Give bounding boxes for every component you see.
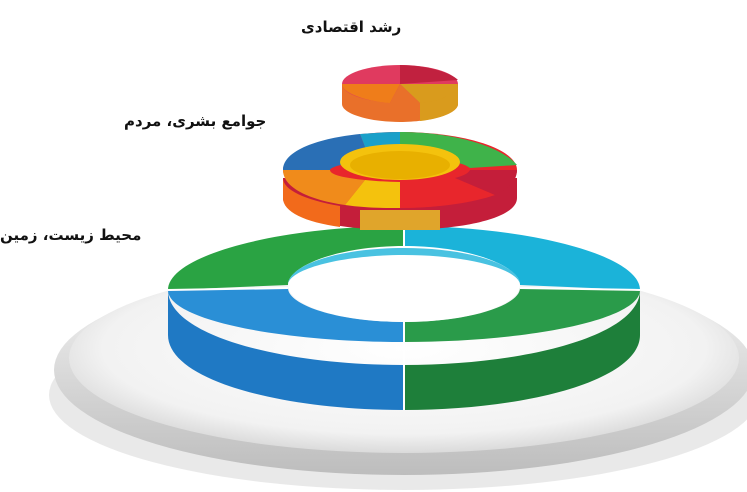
bottom-top-left-back	[168, 226, 404, 290]
middle-seg-red-front	[400, 178, 495, 208]
top-seg-crimson	[400, 65, 458, 84]
bottom-top-left-front	[168, 288, 404, 342]
bottom-tier	[167, 226, 641, 410]
middle-seg-crimson	[455, 170, 517, 195]
bottom-divider-left	[167, 287, 289, 291]
label-society-people: جوامع بشری، مردم	[124, 112, 267, 130]
bottom-hole	[288, 248, 520, 322]
middle-seg-yellow-front	[345, 180, 400, 208]
bottom-top-right-back	[404, 226, 640, 290]
bottom-divider-right	[519, 287, 641, 291]
top-seg-front	[390, 84, 420, 104]
middle-tier	[283, 132, 517, 230]
label-environment-earth: محیط زیست، زمین	[0, 226, 142, 244]
bottom-side-right	[404, 290, 640, 410]
bottom-top-right-front	[404, 288, 640, 342]
middle-seg-green	[400, 132, 517, 168]
top-tier	[342, 65, 458, 122]
bottom-side-left	[168, 290, 404, 410]
top-seg-orange	[342, 84, 400, 103]
middle-hole-inner	[350, 151, 450, 179]
middle-seg-orange-left	[283, 170, 365, 205]
middle-side-left	[283, 178, 340, 227]
label-economic-growth: رشد اقتصادی	[301, 18, 402, 36]
bottom-hole-inner-wall	[288, 248, 520, 285]
top-seg-gold	[400, 84, 458, 103]
top-side-right	[420, 84, 458, 121]
middle-side-center	[360, 210, 440, 230]
